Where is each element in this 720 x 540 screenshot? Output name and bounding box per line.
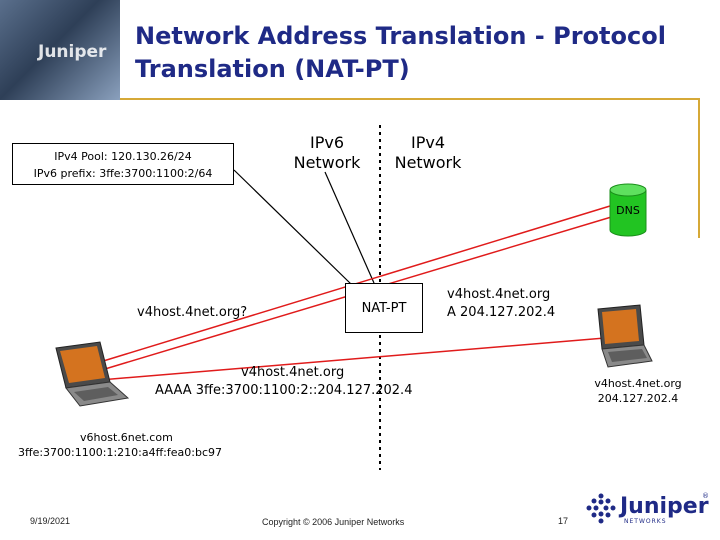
header-logo-text: Juniper [38, 42, 107, 62]
footer-copyright: Copyright © 2006 Juniper Networks [262, 517, 405, 527]
dns-cylinder-icon [609, 183, 647, 237]
right-border-line [698, 98, 700, 238]
a-record-text: v4host.4net.org A 204.127.202.4 [447, 286, 555, 322]
slide-title-line2: Translation (NAT-PT) [135, 55, 410, 83]
footer-page-number: 17 [558, 516, 569, 526]
ipv6-label-to-natpt-line [324, 171, 375, 284]
v6-host-label: v6host.6net.com 3ffe:3700:1100:1:210:a4f… [18, 430, 222, 460]
aaaa-record-line2: AAAA 3ffe:3700:1100:2::204.127.202.4 [155, 383, 413, 398]
v4-host-label: v4host.4net.org 204.127.202.4 [588, 376, 688, 406]
v6-to-v4-host-line [99, 337, 606, 381]
ipv6-network-label-line1: IPv6 [309, 133, 344, 152]
juniper-logo-registered: ® [702, 492, 709, 500]
v4-host-name: v4host.4net.org [594, 377, 682, 390]
a-record-line1: v4host.4net.org [447, 287, 551, 302]
aaaa-record-text: v4host.4net.org AAAA 3ffe:3700:1100:2::2… [155, 364, 412, 400]
ipv6-network-label-line2: Network [293, 153, 361, 172]
title-area: Network Address Translation - Protocol T… [120, 0, 720, 100]
aaaa-record-line1: v4host.4net.org [241, 365, 345, 380]
ipv6-prefix-text: IPv6 prefix: 3ffe:3700:1100:2/64 [33, 167, 213, 180]
juniper-logo: Juniper ® NETWORKS [584, 492, 712, 528]
ipv4-network-label-line2: Network [394, 153, 462, 172]
header-logo-image: Juniper [0, 0, 120, 100]
address-pool-box: IPv4 Pool: 120.130.26/24 IPv6 prefix: 3f… [12, 143, 234, 185]
title-underline [120, 98, 700, 100]
juniper-berry-icon [586, 493, 616, 524]
juniper-logo-word: Juniper [620, 494, 709, 519]
v6-host-laptop-icon [55, 341, 130, 407]
pool-to-natpt-line [233, 169, 353, 286]
slide-title: Network Address Translation - Protocol T… [135, 20, 705, 86]
ipv4-pool-text: IPv4 Pool: 120.130.26/24 [54, 150, 192, 163]
v4-host-laptop-icon [597, 304, 653, 368]
dns-query-text: v4host.4net.org? [137, 305, 248, 320]
slide-title-line1: Network Address Translation - Protocol [135, 22, 666, 50]
dns-label: DNS [616, 204, 640, 217]
v6-host-address: 3ffe:3700:1100:1:210:a4ff:fea0:bc97 [18, 446, 222, 459]
ipv6-network-label: IPv6 Network [285, 133, 369, 173]
ipv4-network-label: IPv4 Network [386, 133, 470, 173]
ipv4-network-label-line1: IPv4 [410, 133, 445, 152]
juniper-logo-subtext: NETWORKS [624, 518, 667, 525]
v6-host-name: v6host.6net.com [80, 431, 173, 444]
nat-pt-label: NAT-PT [361, 300, 407, 316]
v4-host-address: 204.127.202.4 [597, 392, 679, 405]
nat-pt-box: NAT-PT [345, 283, 423, 333]
footer-date: 9/19/2021 [30, 516, 71, 526]
a-record-line2: A 204.127.202.4 [447, 305, 556, 320]
